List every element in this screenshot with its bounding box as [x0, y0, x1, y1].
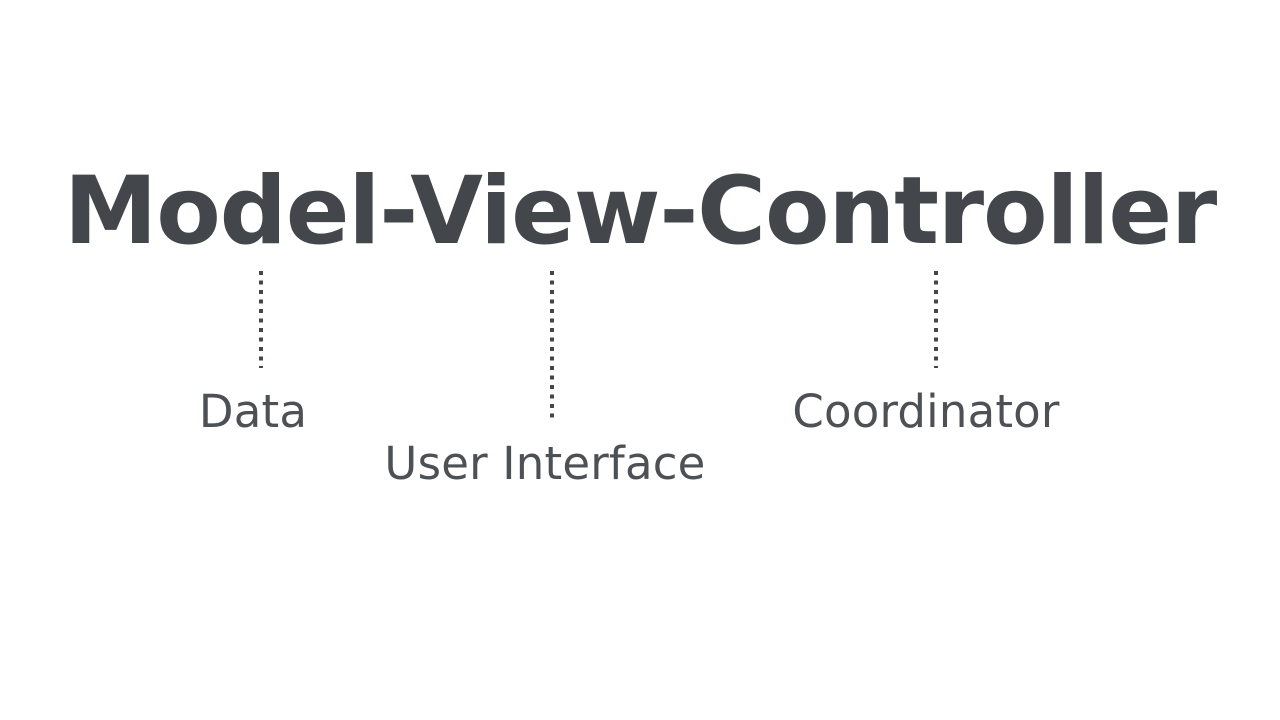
label-view-user-interface: User Interface: [384, 437, 706, 490]
label-model-data: Data: [198, 385, 308, 438]
page-title: Model-View-Controller: [63, 157, 1217, 266]
connector-line-view: [550, 271, 554, 418]
connector-line-controller: [934, 271, 938, 368]
connector-line-model: [259, 271, 263, 368]
label-controller-coordinator: Coordinator: [792, 385, 1060, 438]
